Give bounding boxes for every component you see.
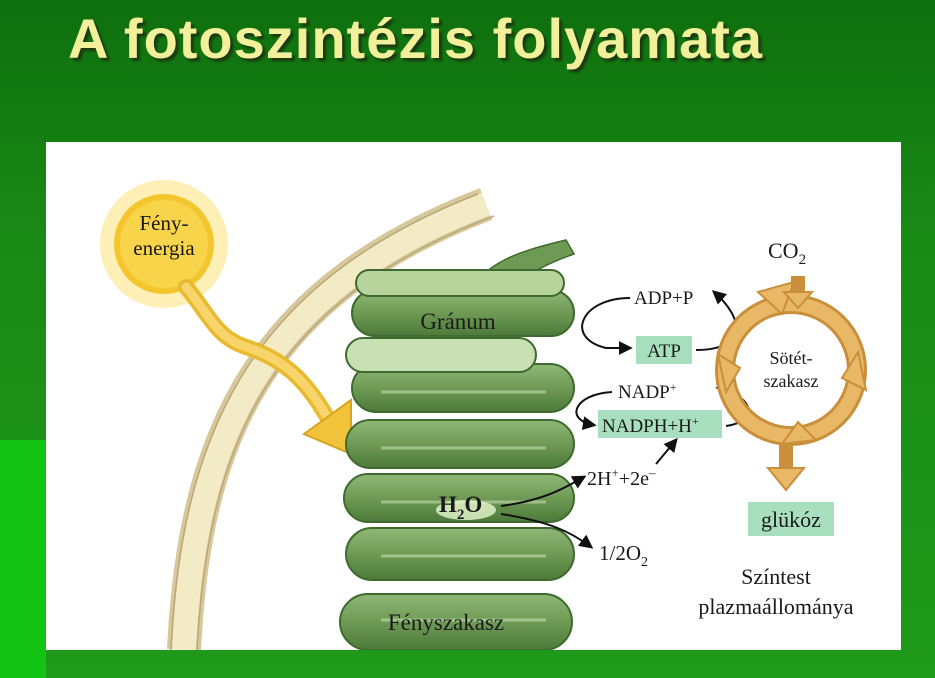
glucose-label: glükóz [761, 507, 821, 532]
nadp-label: NADP+ [618, 380, 677, 403]
atp-label: ATP [647, 341, 681, 362]
granum-label: Gránum [420, 309, 495, 334]
adp-to-atp-arrow [582, 298, 630, 348]
adp-label: ADP+P [634, 288, 693, 309]
protons-to-nadph-arrow [656, 440, 676, 464]
light-energy-label-line1: Fény- [140, 211, 189, 235]
light-phase-label: Fényszakasz [388, 610, 504, 635]
stroma-label-line2: plazmaállománya [698, 594, 853, 619]
stroma-label-line1: Színtest [741, 564, 811, 589]
oxygen-label: 1/2O2 [599, 541, 648, 570]
glucose-output-arrow [768, 444, 804, 490]
diagram-panel: Fény- energia Gránum H2O 2H++2e– 1/2O2 A… [46, 142, 901, 650]
protons-electrons-label: 2H++2e– [587, 465, 656, 490]
light-energy-label-line2: energia [133, 236, 195, 260]
dark-phase-label-line1: Sötét- [770, 348, 813, 368]
nadph-label: NADPH+H+ [602, 414, 699, 437]
photosynthesis-diagram: Fény- energia Gránum H2O 2H++2e– 1/2O2 A… [46, 142, 901, 650]
slide-title: A fotoszintézis folyamata [68, 6, 763, 71]
co2-label: CO2 [768, 238, 806, 268]
left-accent-band [0, 440, 46, 678]
dark-phase-label-line2: szakasz [764, 371, 819, 391]
